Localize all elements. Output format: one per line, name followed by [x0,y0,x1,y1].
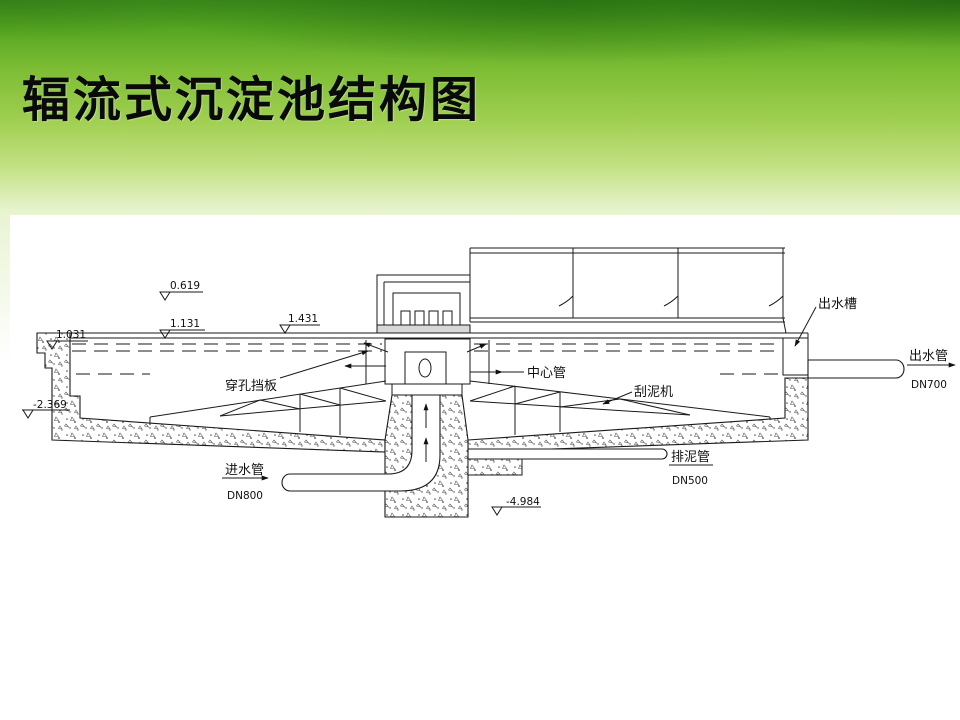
drive-railing [376,274,470,325]
center-pipe-inner [404,351,447,385]
elevation-marker-1031 [46,340,88,350]
inlet-pipe-label: 进水管 [225,463,264,478]
elevation-label-1131: 1.131 [170,318,200,330]
scraper-bottom-chord [219,400,387,417]
center-well [365,338,490,395]
slide-left-strip [0,215,10,365]
center-pipe-label: 中心管 [527,366,566,381]
truss-member [619,398,691,416]
bridge-brace [768,295,784,307]
elevation-triangle-icon [159,291,171,301]
elevation-marker-neg2369 [22,409,70,419]
scraper-top-chord [149,380,387,418]
outlet-pipe-label: 出水管 [909,349,948,364]
drive-unit [376,274,471,334]
elevation-label-0619: 0.619 [170,280,200,292]
scraper-arm-right [469,380,771,435]
drive-motor-housing [392,292,461,326]
sludge-pipe-label: 排泥管 [671,450,710,465]
flow-arrow-upper-right [466,343,487,353]
truss-member [559,398,621,408]
bridge-brace [558,295,574,307]
elevation-triangle-icon [22,409,34,419]
truss-member [514,391,561,405]
scraper-leader [602,391,633,405]
truss-member [299,393,341,406]
scraper-arm-left [149,380,387,435]
outlet-trough-leader [794,306,817,347]
slide-title: 辐流式沉淀池结构图 [22,72,482,128]
bridge-end-support [782,317,787,334]
outlet-pipe [807,359,905,379]
elevation-marker-1431 [279,324,320,334]
scraper-bottom-chord [469,400,691,416]
elevation-triangle-icon [159,329,171,339]
truss-member [469,385,516,402]
outlet-pipe-size-label: DN700 [911,379,947,391]
elevation-marker-1131 [159,329,205,339]
inlet-pipe-size-label: DN800 [227,490,263,502]
truss-member [259,399,301,410]
center-well-box [384,338,471,385]
elevation-triangle-icon [491,506,503,516]
sludge-pipe-support [467,458,523,476]
elevation-marker-0619 [159,291,203,301]
sludge-pipe [467,448,668,460]
diagram-labels: 0.619 1.031 1.131 1.431 -2.369 -4.984 穿孔… [33,280,948,508]
drive-pedestal [376,324,471,334]
scraper-label: 刮泥机 [634,385,673,400]
outlet-trough [782,337,809,376]
elevation-marker-neg4984 [491,506,541,516]
perforated-baffle-leader [279,350,369,379]
bridge-truss [469,247,787,334]
elevation-label-1031: 1.031 [56,329,86,341]
perforated-baffle-label: 穿孔挡板 [225,378,277,394]
center-pipe-opening [418,358,432,378]
elevation-label-1431: 1.431 [288,313,318,325]
water-surface [72,343,780,375]
bridge-brace [663,295,679,307]
flow-arrow-upper-left [363,342,389,353]
elevation-triangle-icon [279,324,291,334]
sludge-pipe-size-label: DN500 [672,475,708,487]
elevation-triangle-icon [46,340,58,350]
outlet-trough-label: 出水槽 [818,297,857,312]
elevation-label-neg2369: -2.369 [33,399,67,411]
truss-member [339,387,387,402]
elevation-label-neg4984: -4.984 [506,496,540,508]
slide-banner [0,0,960,232]
truss-member [219,399,261,417]
